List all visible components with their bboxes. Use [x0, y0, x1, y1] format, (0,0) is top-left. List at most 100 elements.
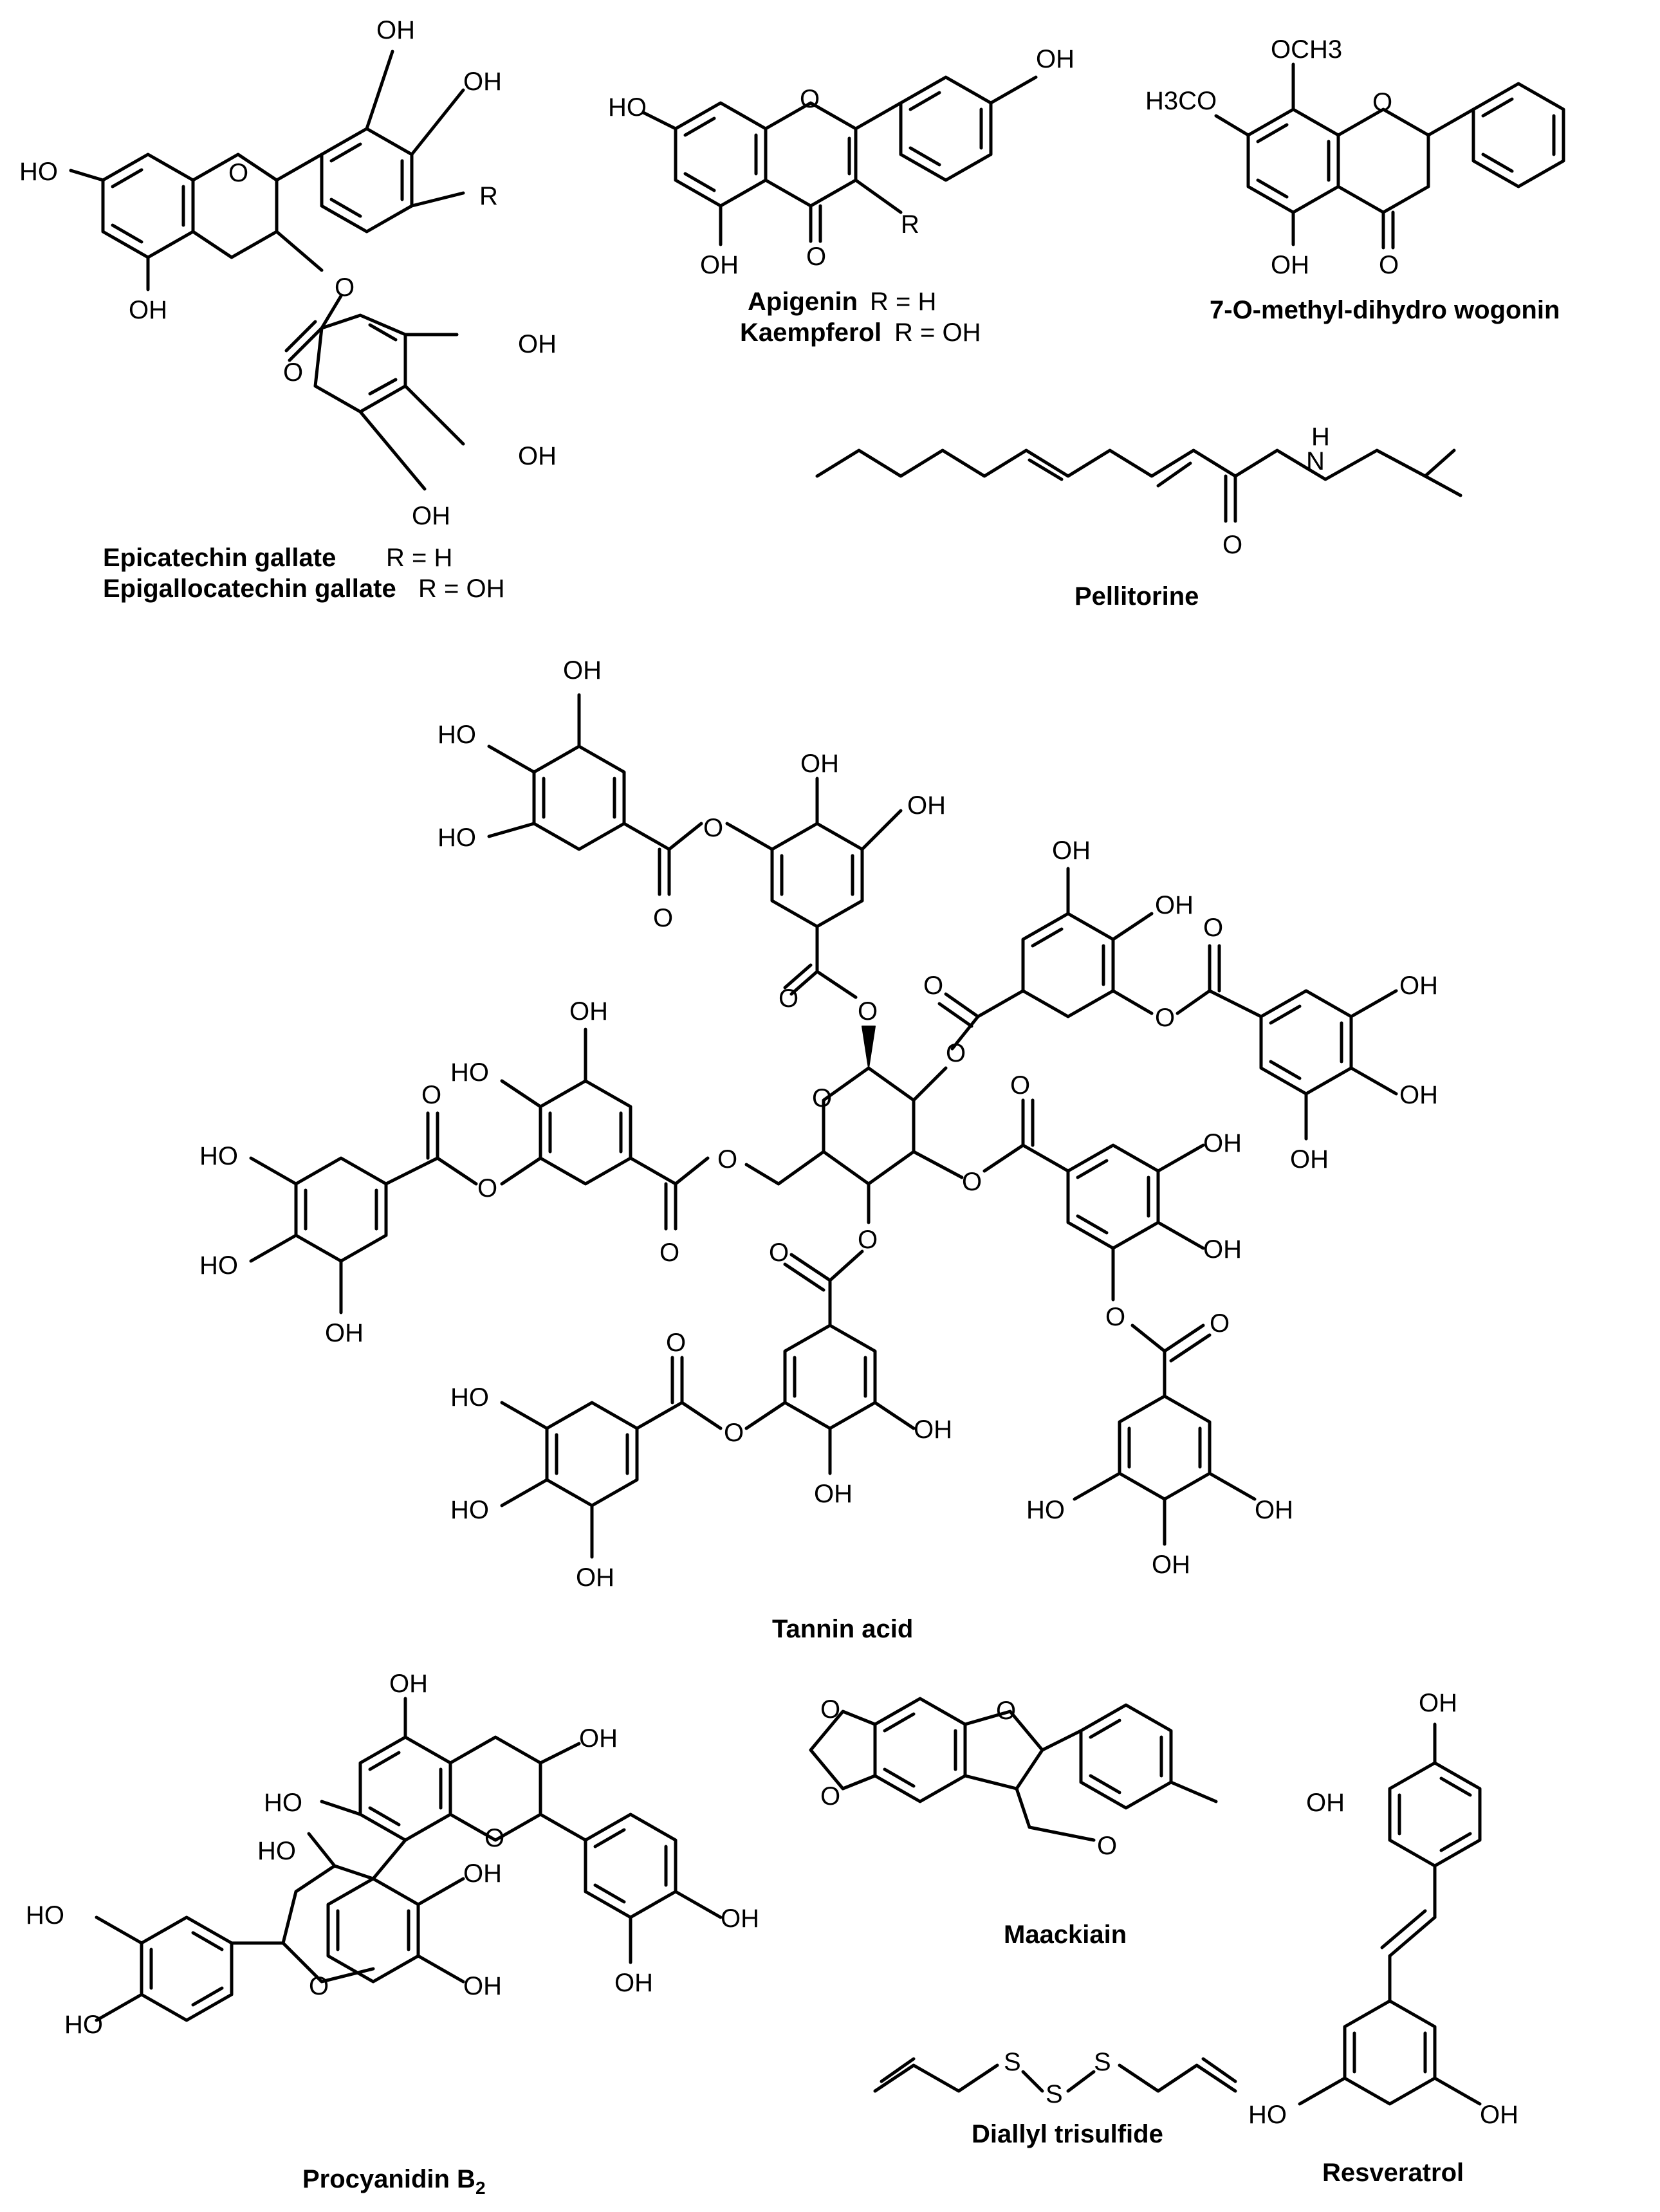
hydroxyl-label: OH: [563, 656, 602, 685]
hydroxyl-label: OH: [1480, 2101, 1518, 2129]
hydroxyl-label: OH: [721, 1904, 759, 1933]
hydroxyl-label: OH: [325, 1319, 364, 1347]
sulfur-label: S: [1004, 2048, 1021, 2076]
compound-name-label: 7-O-methyl-dihydro wogonin: [1210, 296, 1560, 324]
hydroxyl-label: HO: [450, 1058, 489, 1087]
hydroxyl-label: HO: [450, 1383, 489, 1412]
carbonyl-oxygen-label: O: [1210, 1309, 1230, 1338]
carbonyl-oxygen-label: O: [421, 1081, 441, 1109]
carbonyl-oxygen-label: O: [806, 243, 826, 271]
hydroxyl-label: OH: [800, 750, 839, 778]
pellitorine-structure: N H O Pellitorine: [815, 423, 1462, 611]
carbonyl-oxygen-label: O: [1203, 914, 1223, 942]
carbonyl-oxygen-label: O: [283, 358, 303, 387]
sulfur-label: S: [1046, 2080, 1063, 2108]
ester-oxygen-label: O: [724, 1419, 744, 1447]
hydroxyl-label: OH: [1052, 836, 1091, 865]
resveratrol-structure: OH OH HO Resveratrol: [1248, 1689, 1518, 2187]
hydroxyl-label: HO: [450, 1496, 489, 1524]
compound-name-label: Procyanidin B2: [302, 2165, 486, 2198]
hydroxyl-label: OH: [1036, 45, 1074, 73]
ester-oxygen-label: O: [962, 1168, 982, 1196]
hydroxyl-label: OH: [1290, 1145, 1329, 1174]
hydroxyl-label: HO: [199, 1251, 238, 1280]
amide-hydrogen-label: H: [1311, 423, 1330, 451]
hydroxyl-label: OH: [463, 68, 502, 96]
r-group-label: R: [479, 182, 498, 210]
hydroxyl-label: OH: [1399, 1081, 1438, 1109]
carbonyl-oxygen-label: O: [1379, 251, 1399, 279]
ring-oxygen-label: O: [800, 85, 820, 113]
ester-oxygen-label: O: [703, 814, 723, 842]
methoxy-label: OCH3: [1271, 35, 1342, 64]
hydroxyl-label: HO: [438, 824, 476, 852]
ester-oxygen-label: O: [1105, 1303, 1125, 1331]
sulfur-label: S: [1094, 2048, 1111, 2076]
hydroxyl-label: OH: [907, 791, 946, 820]
hydroxyl-label: OH: [518, 330, 557, 358]
methyl-dihydrowogonin-structure: O OCH3 H3CO OH O 7-O-methyl-dihydro wogo…: [1145, 35, 1565, 324]
hydroxyl-label: OH: [463, 1972, 502, 2000]
hydroxyl-label: OH: [389, 1670, 428, 1698]
carbonyl-oxygen-label: O: [1010, 1071, 1030, 1100]
hydroxyl-label: OH: [1203, 1129, 1242, 1157]
ester-oxygen-label: O: [858, 997, 878, 1026]
compound-name-label: Kaempferol: [740, 318, 881, 347]
methoxy-label: H3CO: [1145, 87, 1217, 115]
compound-name-label: Epicatechin gallate: [103, 544, 336, 572]
hydroxyl-label: HO: [257, 1837, 296, 1865]
carbonyl-oxygen-label: O: [779, 984, 798, 1013]
hydroxyl-label: OH: [1255, 1496, 1293, 1524]
subscript-label: 2: [475, 2178, 486, 2198]
compound-name-label: Apigenin: [748, 288, 858, 316]
carbonyl-oxygen-label: O: [769, 1239, 789, 1267]
hydroxyl-label: HO: [199, 1142, 238, 1170]
compound-name-label: Diallyl trisulfide: [972, 2120, 1163, 2148]
hydroxyl-label: HO: [19, 158, 58, 186]
carbonyl-oxygen-label: O: [1222, 531, 1242, 559]
ester-oxygen-label: O: [477, 1174, 497, 1203]
hydroxyl-label: OH: [814, 1480, 853, 1508]
carbonyl-oxygen-label: O: [666, 1329, 686, 1357]
hydroxyl-label: OH: [463, 1859, 502, 1888]
compound-name-label: Maackiain: [1004, 1921, 1127, 1949]
ring-oxygen-label: O: [228, 159, 248, 187]
ring-oxygen-label: O: [484, 1824, 504, 1852]
hydroxyl-label: OH: [579, 1724, 618, 1753]
ring-oxygen-label: O: [996, 1697, 1016, 1725]
compound-name-label: Tannin acid: [772, 1615, 913, 1643]
carbonyl-oxygen-label: O: [653, 904, 673, 932]
procyanidin-b2-structure: OH OH HO O OH OH HO OH O OH HO HO Procya…: [26, 1670, 759, 2198]
hydroxyl-label: HO: [438, 721, 476, 749]
ring-oxygen-label: O: [812, 1084, 832, 1112]
hydroxyl-label: OH: [1203, 1235, 1242, 1264]
hydroxyl-label: OH: [1152, 1551, 1190, 1579]
hydroxyl-label: HO: [608, 93, 647, 122]
ester-oxygen-label: O: [858, 1226, 878, 1254]
ring-oxygen-label: O: [309, 1972, 329, 2000]
dioxole-oxygen-label: O: [820, 1695, 840, 1724]
hydroxyl-label: HO: [26, 1901, 64, 1930]
carbonyl-oxygen-label: O: [923, 972, 943, 1000]
apigenin-kaempferol-structure: O HO OH O R OH Apigenin R = H Kaempferol…: [608, 45, 1074, 347]
r-group-note: R = OH: [894, 318, 981, 347]
ester-oxygen-label: O: [717, 1145, 737, 1174]
hydroxyl-label: OH: [129, 296, 167, 324]
compound-name-label: Epigallocatechin gallate: [103, 575, 396, 603]
r-group-note: R = OH: [418, 575, 504, 603]
hydroxyl-label: OH: [614, 1969, 653, 1997]
hydroxyl-label: OH: [1399, 972, 1438, 1000]
hydroxyl-label: OH: [518, 442, 557, 470]
dioxole-oxygen-label: O: [820, 1782, 840, 1811]
hydroxyl-label: OH: [914, 1415, 952, 1444]
r-group-note: R = H: [870, 288, 936, 316]
hydroxyl-label: OH: [376, 16, 415, 44]
ester-oxygen-label: O: [1155, 1004, 1175, 1032]
hydroxyl-label: OH: [576, 1563, 614, 1592]
hydroxyl-label: OH: [569, 997, 608, 1026]
r-group-label: R: [901, 210, 919, 239]
r-group-note: R = H: [386, 544, 452, 572]
diallyl-trisulfide-structure: S S S Diallyl trisulfide: [873, 2048, 1237, 2148]
compound-name-label: Pellitorine: [1074, 582, 1199, 611]
hydroxyl-label: OH: [1155, 891, 1194, 919]
